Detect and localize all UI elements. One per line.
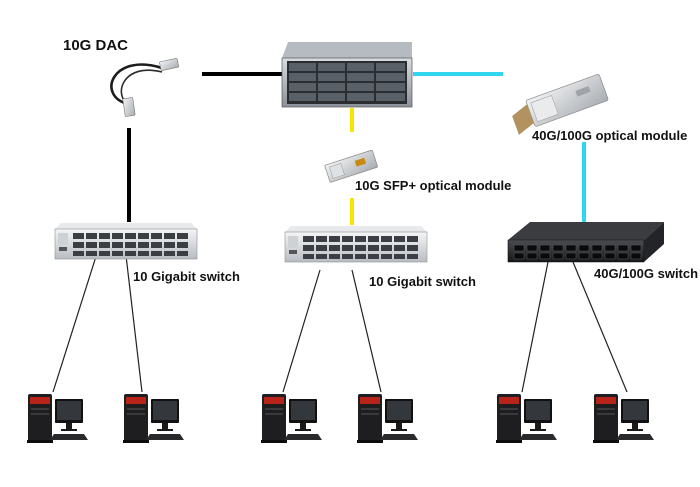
desktop-computer-icon	[27, 394, 88, 443]
desktop-computer-icon	[123, 394, 184, 443]
sfp-module-icon	[324, 149, 378, 183]
computer-6	[593, 394, 654, 443]
label-switch-middle: 10 Gigabit switch	[369, 274, 476, 289]
switch-middle-icon	[284, 225, 428, 263]
desktop-computer-icon	[261, 394, 322, 443]
switch-left-icon	[54, 222, 198, 260]
dac-cable-icon	[110, 58, 179, 117]
label-switch-left: 10 Gigabit switch	[133, 269, 240, 284]
computer-1	[27, 394, 88, 443]
desktop-computer-icon	[357, 394, 418, 443]
label-10g-dac: 10G DAC	[63, 37, 129, 54]
client-cables	[52, 246, 628, 393]
computer-4	[357, 394, 418, 443]
server-icon	[281, 42, 413, 108]
switch-right-icon	[507, 222, 664, 263]
computer-3	[261, 394, 322, 443]
desktop-computer-icon	[496, 394, 557, 443]
label-switch-right: 40G/100G switch	[594, 266, 699, 281]
computer-2	[123, 394, 184, 443]
label-sfp-module: 10G SFP+ optical module	[355, 178, 512, 193]
desktop-computer-icon	[593, 394, 654, 443]
qsfp-module-icon	[512, 74, 609, 135]
label-qsfp-module: 40G/100G optical module	[532, 128, 688, 143]
computer-5	[496, 394, 557, 443]
